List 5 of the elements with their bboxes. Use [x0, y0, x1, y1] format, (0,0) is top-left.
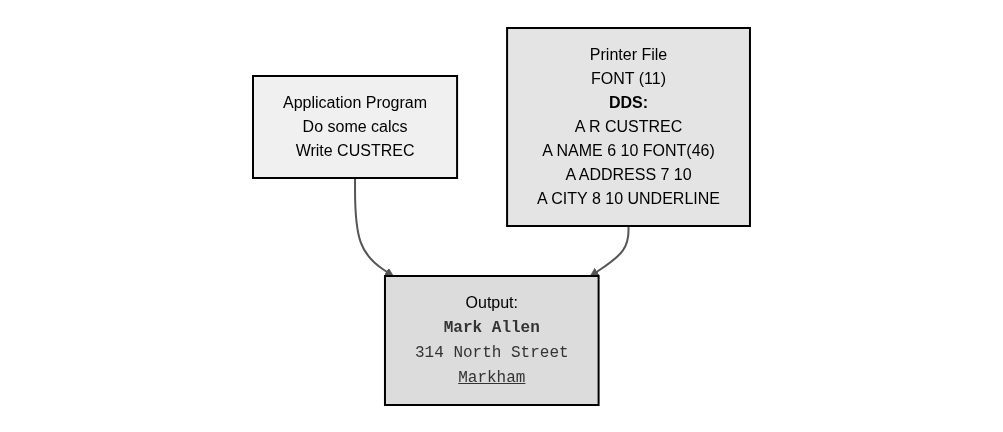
- node-box: Printer File FONT (11) DDS: A R CUSTREC A NAME 6 10 FONT(46) A ADDRESS 7 10 A CITY 8 10 UNDERLINE: [506, 26, 751, 227]
- arrow: [354, 176, 394, 276]
- node-box: Output: Mark Allen 314 North Street Markham: [384, 274, 600, 406]
- node-box: Application Program Do some calcs Write CUSTREC: [252, 74, 459, 179]
- arrow: [589, 224, 630, 276]
